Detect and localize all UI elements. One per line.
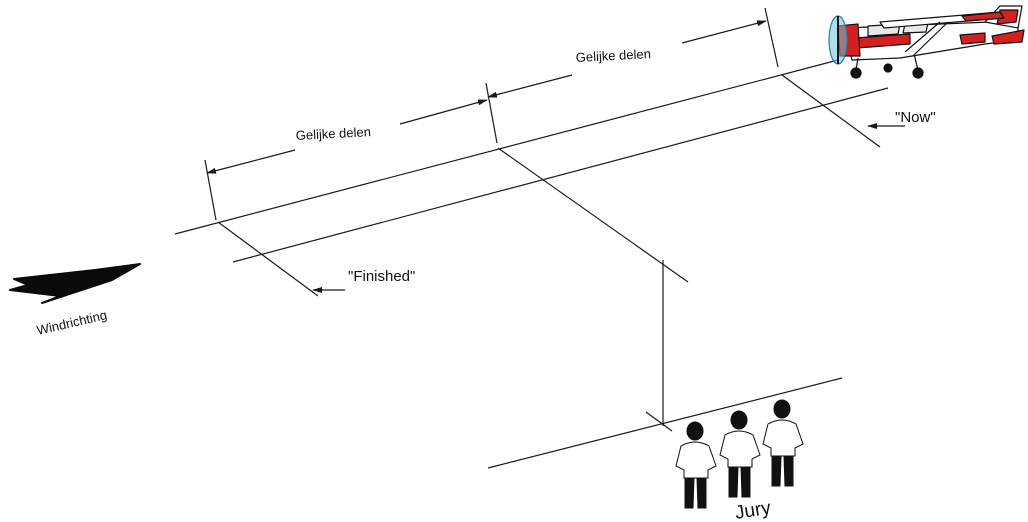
jury-label: Jury: [733, 498, 772, 522]
dim-arrow-lower-left: [206, 149, 296, 174]
finished-label: "Finished": [348, 268, 415, 285]
jury-member-3-icon: [762, 399, 804, 487]
dim-arrow-lower-right: [399, 99, 488, 125]
mid-perp-line: [497, 147, 689, 283]
now-label: "Now": [895, 109, 936, 126]
equal-parts-label-upper: Gelijke delen: [575, 46, 651, 65]
jury-member-1-icon: [675, 421, 717, 509]
wind-direction-arrow-icon: [9, 263, 141, 304]
dim-arrow-upper-right: [681, 20, 767, 44]
jury-tick: [645, 411, 673, 432]
now-perp-line: [781, 74, 881, 148]
jury-ground-line: [487, 377, 843, 469]
wind-direction-label: Windrichting: [35, 307, 108, 338]
equal-parts-label-lower: Gelijke delen: [295, 124, 371, 143]
finished-perp-line: [217, 221, 319, 297]
jury-member-2-icon: [719, 410, 761, 498]
flight-line-lower: [232, 87, 889, 263]
dim-arrow-upper-left: [487, 74, 573, 98]
dim-ext-right: [764, 7, 779, 68]
dim-ext-mid: [485, 82, 498, 144]
flight-line-upper: [174, 59, 839, 235]
dim-ext-left: [204, 159, 217, 221]
airplane-icon: [828, 5, 1025, 79]
